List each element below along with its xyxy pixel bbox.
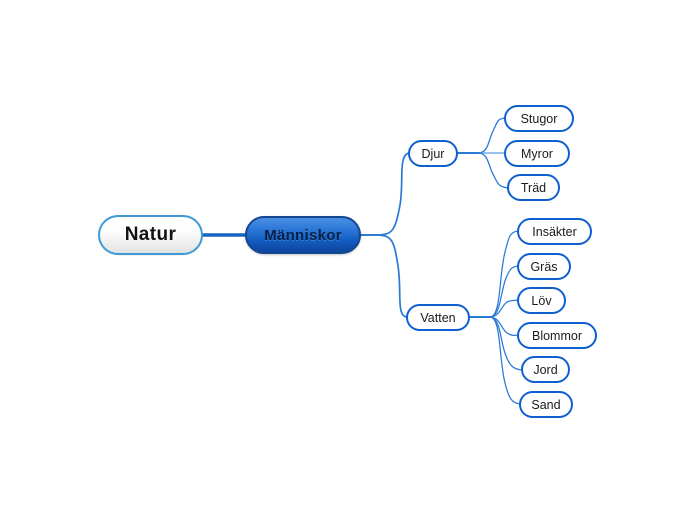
node-label: Natur: [124, 224, 177, 245]
node-root-natur[interactable]: Natur: [98, 215, 203, 255]
node-branch-djur[interactable]: Djur: [408, 140, 458, 167]
node-label: Djur: [421, 146, 445, 161]
node-label: Vatten: [420, 310, 456, 325]
node-leaf-gras[interactable]: Gräs: [517, 253, 571, 280]
node-label: Myror: [521, 146, 553, 161]
node-label: Insäkter: [532, 224, 577, 239]
node-label: Stugor: [520, 111, 558, 126]
node-label: Människor: [264, 226, 342, 244]
node-label: Löv: [531, 293, 552, 308]
connector-djur-to-trad: [478, 152, 509, 189]
connector-primary-to-vatten: [360, 234, 408, 318]
node-leaf-sand[interactable]: Sand: [519, 391, 573, 418]
node-primary-manniskor[interactable]: Människor: [245, 216, 361, 254]
node-label: Blommor: [531, 328, 582, 343]
node-branch-vatten[interactable]: Vatten: [406, 304, 470, 331]
node-leaf-trad[interactable]: Träd: [507, 174, 560, 201]
node-leaf-myror[interactable]: Myror: [504, 140, 570, 167]
node-label: Jord: [533, 362, 558, 377]
connector-vatten-to-lov: [490, 299, 519, 318]
node-leaf-lov[interactable]: Löv: [517, 287, 566, 314]
connector-vatten-to-sand: [490, 316, 521, 405]
connector-vatten-to-gras: [490, 265, 519, 318]
connector-djur-to-stugor: [478, 117, 506, 154]
node-label: Gräs: [530, 259, 558, 274]
node-label: Träd: [520, 180, 547, 195]
node-leaf-blommor[interactable]: Blommor: [517, 322, 597, 349]
node-leaf-insakter[interactable]: Insäkter: [517, 218, 592, 245]
node-label: Sand: [531, 397, 561, 412]
connector-primary-to-djur: [360, 152, 410, 236]
node-leaf-stugor[interactable]: Stugor: [504, 105, 574, 132]
connector-vatten-to-blommor: [490, 316, 519, 337]
connector-vatten-to-jord: [490, 316, 523, 371]
node-leaf-jord[interactable]: Jord: [521, 356, 570, 383]
connector-vatten-to-insakter: [490, 230, 519, 318]
